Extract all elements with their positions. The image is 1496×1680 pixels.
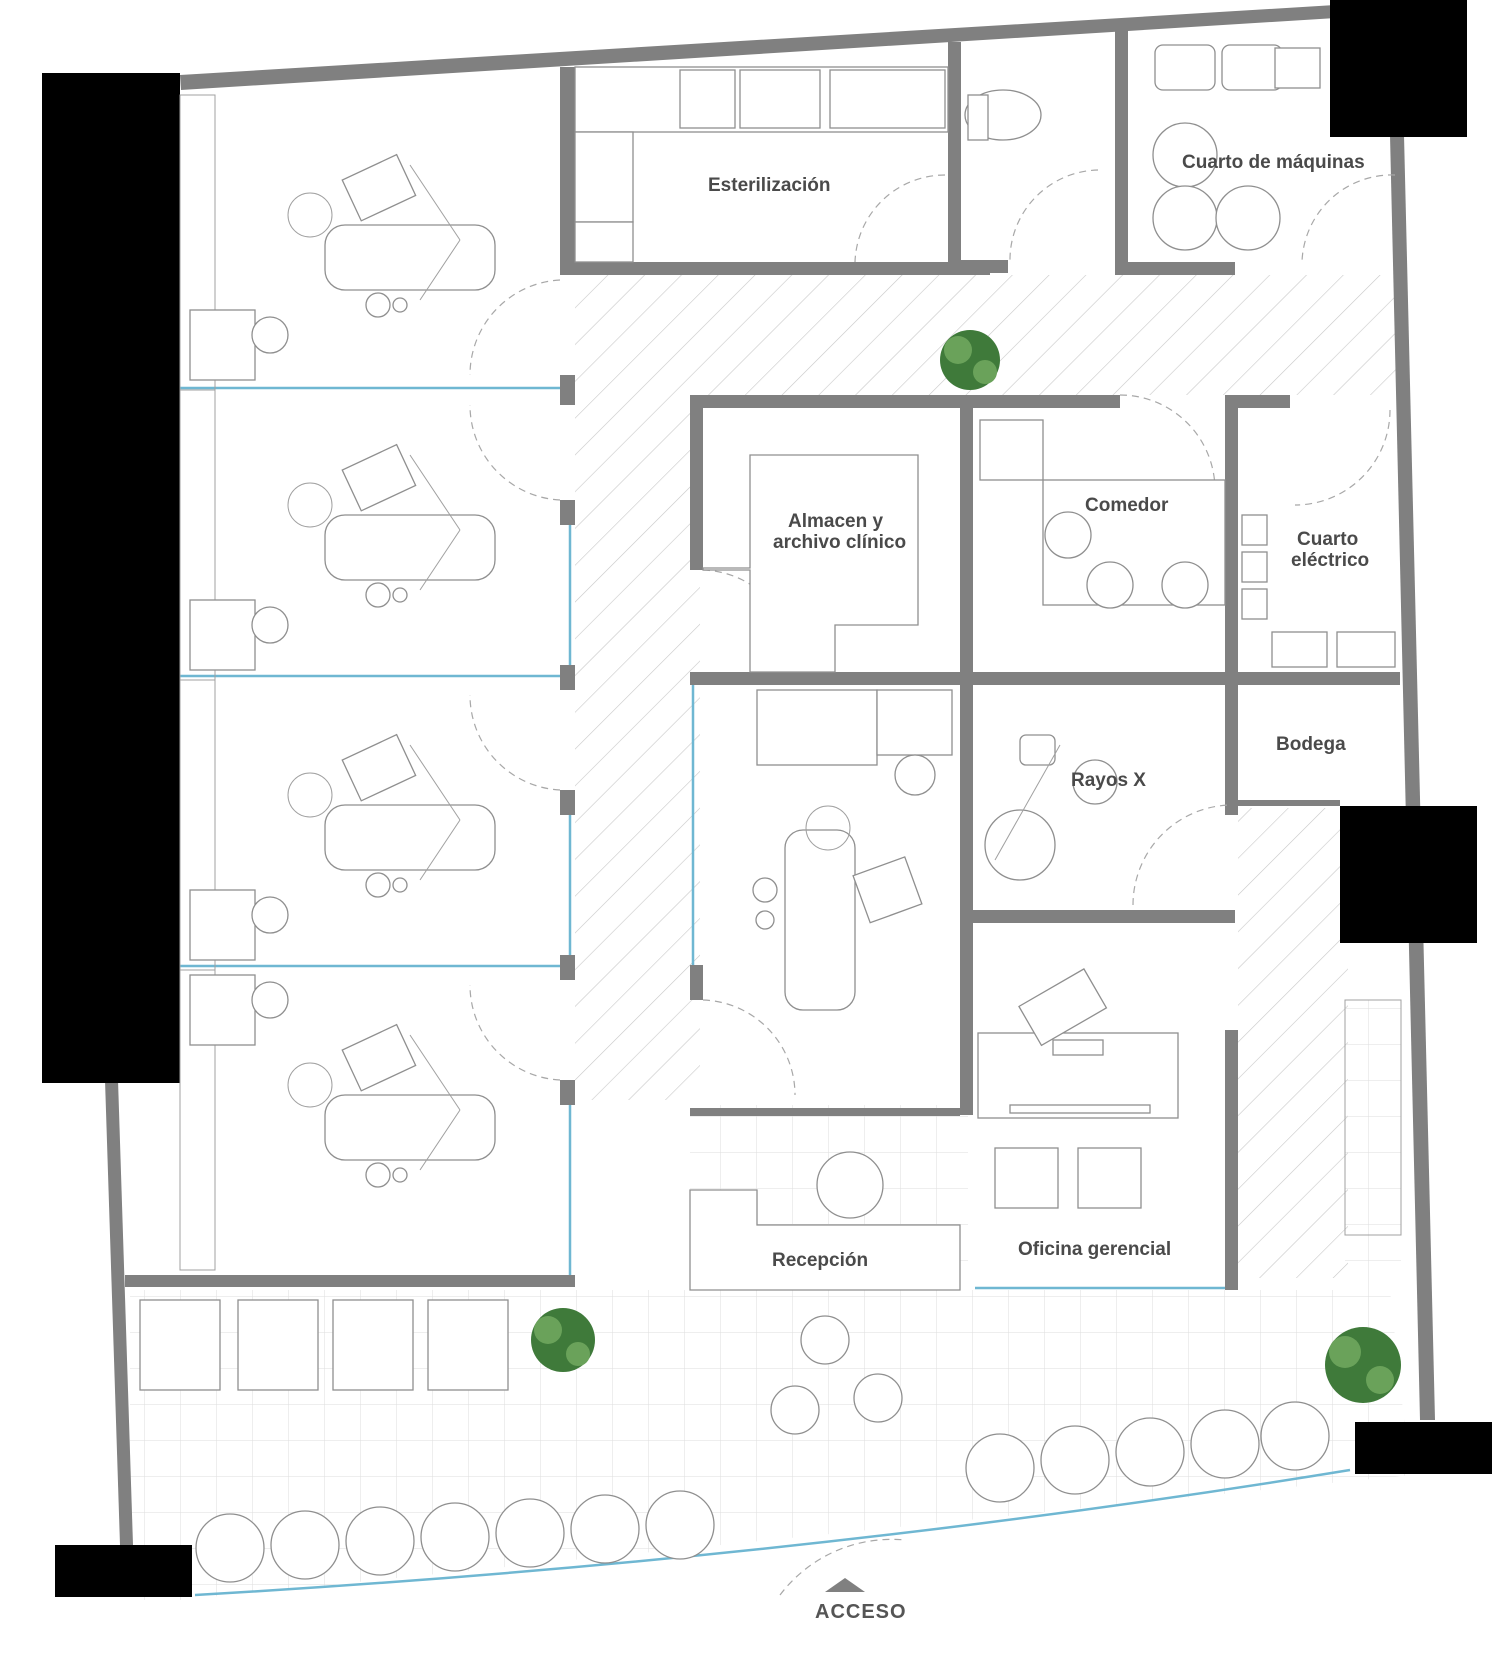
- label-esterilizacion: Esterilización: [708, 175, 831, 196]
- sterilization-fixtures: [574, 66, 1042, 263]
- operatory-3: [179, 679, 496, 971]
- waiting-chairs: [195, 1401, 1330, 1583]
- operatory-1: [179, 94, 496, 391]
- plant-icon: [531, 1308, 595, 1372]
- label-cuarto-electrico-line1: Cuarto: [1297, 529, 1358, 550]
- label-almacen-line2: archivo clínico: [773, 532, 906, 553]
- operatory-2: [179, 389, 496, 681]
- machine-room-fixtures: [1152, 44, 1321, 251]
- glass-partitions: [180, 386, 1351, 1597]
- label-bodega: Bodega: [1276, 734, 1346, 755]
- access-arrow-icon: [825, 1578, 865, 1592]
- label-oficina-gerencial: Oficina gerencial: [1018, 1239, 1171, 1260]
- operatory-4: [179, 969, 496, 1271]
- xray-fixtures: [984, 734, 1118, 881]
- central-operatory-fixtures: [752, 689, 953, 1011]
- central-fixtures: [702, 419, 1396, 673]
- label-comedor: Comedor: [1085, 495, 1169, 516]
- plant-icon: [940, 330, 1000, 390]
- plant-icon: [1325, 1327, 1401, 1403]
- label-cuarto-electrico-line2: eléctrico: [1291, 550, 1369, 571]
- structural-columns: [42, 0, 1492, 1597]
- exterior-walls: [105, 5, 1435, 1545]
- office-fixtures: [977, 968, 1179, 1209]
- interior-walls: [560, 30, 1400, 1290]
- door-swings: [469, 169, 1396, 1596]
- corridor-hatch: [575, 275, 1398, 1278]
- label-cuarto-maquinas: Cuarto de máquinas: [1182, 152, 1365, 173]
- label-almacen-line1: Almacen y: [788, 511, 883, 532]
- label-recepcion: Recepción: [772, 1250, 868, 1271]
- waiting-storage: [139, 999, 1402, 1391]
- label-rayos-x: Rayos X: [1071, 770, 1146, 791]
- people: [770, 1315, 903, 1435]
- label-acceso: ACCESO: [815, 1601, 907, 1623]
- waiting-area-floor: [130, 1000, 1410, 1600]
- reception-fixtures: [689, 1151, 961, 1291]
